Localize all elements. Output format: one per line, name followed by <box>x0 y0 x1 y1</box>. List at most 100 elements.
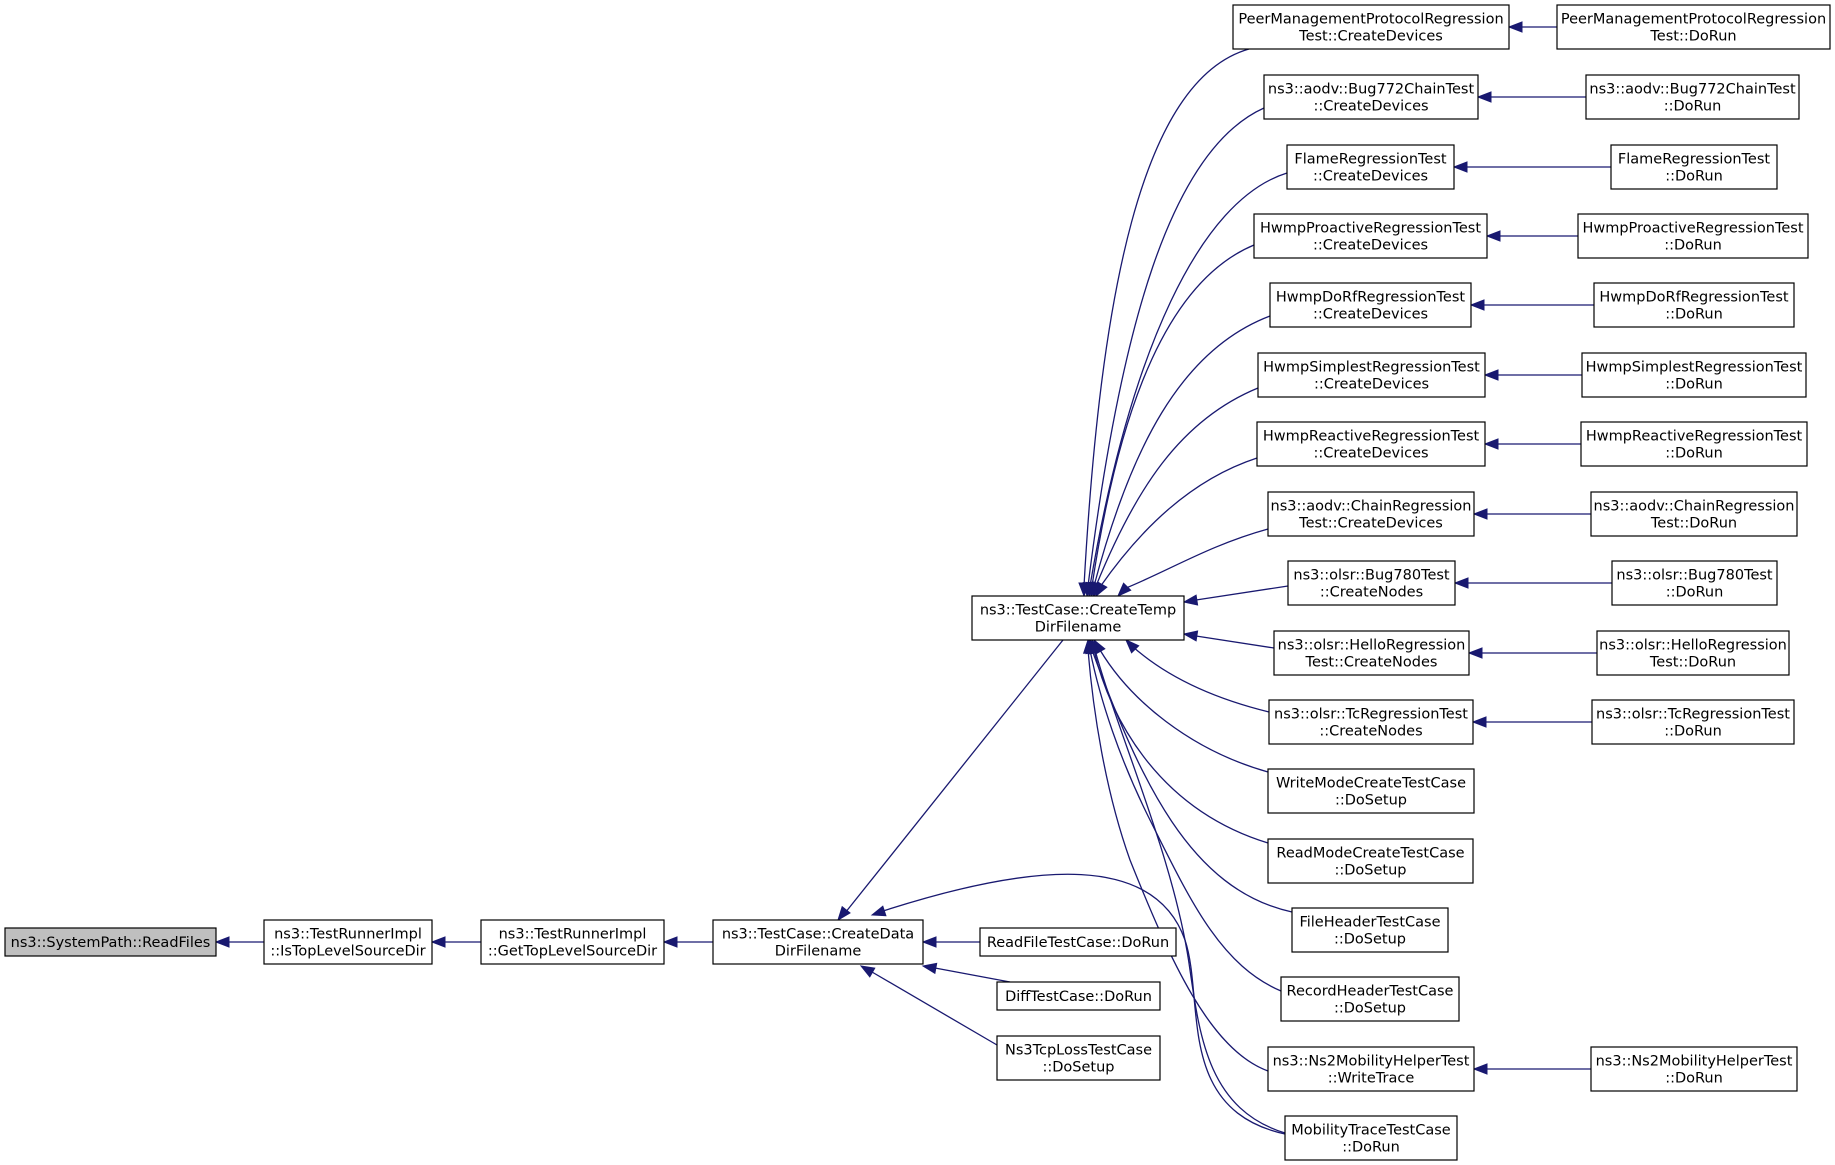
node-box[interactable] <box>1611 560 1778 606</box>
node-readfiles[interactable]: ns3::SystemPath::ReadFiles <box>4 927 217 957</box>
call-graph-edges <box>214 21 1612 1135</box>
node-ns2mob_dr[interactable]: ns3::Ns2MobilityHelperTest::DoRun <box>1590 1046 1798 1092</box>
node-ns3tcploss[interactable]: Ns3TcpLossTestCase::DoSetup <box>996 1035 1161 1081</box>
node-box[interactable] <box>1273 630 1470 676</box>
node-box[interactable] <box>1280 976 1460 1022</box>
node-box[interactable] <box>1610 144 1778 190</box>
node-box[interactable] <box>1257 352 1486 398</box>
node-aodvchain_cd[interactable]: ns3::aodv::ChainRegressionTest::CreateDe… <box>1267 491 1475 537</box>
arrowhead-icon <box>1117 582 1132 597</box>
edge-hwmprea_dr-to-hwmprea_cd <box>1483 438 1581 450</box>
edge-line <box>1094 649 1286 1134</box>
node-flame_dr[interactable]: FlameRegressionTest::DoRun <box>1610 144 1778 190</box>
node-box[interactable] <box>712 919 924 965</box>
node-bug780_cn[interactable]: ns3::olsr::Bug780Test::CreateNodes <box>1287 560 1456 606</box>
node-mobtrace[interactable]: MobilityTraceTestCase::DoRun <box>1284 1115 1458 1161</box>
node-box[interactable] <box>263 919 433 965</box>
node-box[interactable] <box>1253 213 1488 259</box>
node-label-line: DirFilename <box>775 944 862 960</box>
node-box[interactable] <box>1591 699 1795 745</box>
edge-line <box>871 971 998 1046</box>
node-hwmpsim_cd[interactable]: HwmpSimplestRegressionTest::CreateDevice… <box>1257 352 1486 398</box>
node-label-line: PeerManagementProtocolRegression <box>1238 12 1503 28</box>
node-readfiletc[interactable]: ReadFileTestCase::DoRun <box>979 927 1177 957</box>
node-hwmpdorf_dr[interactable]: HwmpDoRfRegressionTest::DoRun <box>1593 282 1795 328</box>
node-box[interactable] <box>1267 1046 1475 1092</box>
node-peer_dr[interactable]: PeerManagementProtocolRegressionTest::Do… <box>1556 4 1831 50</box>
node-label-line: DirFilename <box>1035 620 1122 636</box>
node-label-line: MobilityTraceTestCase <box>1291 1123 1451 1139</box>
node-box[interactable] <box>1581 352 1807 398</box>
edge-line <box>1083 48 1250 587</box>
edge-hwmpsim_dr-to-hwmpsim_cd <box>1483 369 1582 381</box>
node-box[interactable] <box>1577 213 1809 259</box>
node-box[interactable] <box>1284 1115 1458 1161</box>
node-hwmpsim_dr[interactable]: HwmpSimplestRegressionTest::DoRun <box>1581 352 1807 398</box>
node-tc_dr[interactable]: ns3::olsr::TcRegressionTest::DoRun <box>1591 699 1795 745</box>
node-label-line: FlameRegressionTest <box>1294 152 1446 168</box>
node-hwmprea_cd[interactable]: HwmpReactiveRegressionTest::CreateDevice… <box>1256 421 1486 467</box>
node-box[interactable] <box>1286 144 1455 190</box>
node-tc_cn[interactable]: ns3::olsr::TcRegressionTest::CreateNodes <box>1268 699 1474 745</box>
node-box[interactable] <box>1590 1046 1798 1092</box>
node-ns2mob_wt[interactable]: ns3::Ns2MobilityHelperTest::WriteTrace <box>1267 1046 1475 1092</box>
node-hello_cn[interactable]: ns3::olsr::HelloRegressionTest::CreateNo… <box>1273 630 1470 676</box>
node-box[interactable] <box>1291 907 1449 953</box>
node-label-line: HwmpReactiveRegressionTest <box>1586 429 1803 445</box>
node-hwmpdorf_cd[interactable]: HwmpDoRfRegressionTest::CreateDevices <box>1269 282 1472 328</box>
node-box[interactable] <box>971 595 1185 641</box>
node-box[interactable] <box>1232 4 1510 50</box>
node-recordheader[interactable]: RecordHeaderTestCase::DoSetup <box>1280 976 1460 1022</box>
node-box[interactable] <box>1256 421 1486 467</box>
node-box[interactable] <box>1268 699 1474 745</box>
node-flame_cd[interactable]: FlameRegressionTest::CreateDevices <box>1286 144 1455 190</box>
node-hwmprea_dr[interactable]: HwmpReactiveRegressionTest::DoRun <box>1580 421 1808 467</box>
edge-line <box>1091 649 1293 913</box>
node-peer_cd[interactable]: PeerManagementProtocolRegressionTest::Cr… <box>1232 4 1510 50</box>
node-writemode[interactable]: WriteModeCreateTestCase::DoSetup <box>1267 768 1475 814</box>
node-difftc[interactable]: DiffTestCase::DoRun <box>996 981 1161 1011</box>
node-box[interactable] <box>1585 74 1800 120</box>
node-box[interactable] <box>1263 74 1479 120</box>
node-box[interactable] <box>1287 560 1456 606</box>
node-label-line: Test::CreateDevices <box>1298 29 1443 45</box>
node-label-line: ::CreateDevices <box>1313 446 1428 462</box>
node-gettoplevel[interactable]: ns3::TestRunnerImpl::GetTopLevelSourceDi… <box>480 919 665 965</box>
node-label-line: ::DoRun <box>1342 1140 1400 1156</box>
arrowhead-icon <box>1182 594 1199 606</box>
node-fileheader[interactable]: FileHeaderTestCase::DoSetup <box>1291 907 1449 953</box>
node-hwmppro_dr[interactable]: HwmpProactiveRegressionTest::DoRun <box>1577 213 1809 259</box>
node-box[interactable] <box>1267 838 1474 884</box>
edge-line <box>1091 244 1255 587</box>
node-box[interactable] <box>4 927 217 957</box>
node-box[interactable] <box>979 927 1177 957</box>
node-readmode[interactable]: ReadModeCreateTestCase::DoSetup <box>1267 838 1474 884</box>
node-box[interactable] <box>1267 491 1475 537</box>
node-bug772_cd[interactable]: ns3::aodv::Bug772ChainTest::CreateDevice… <box>1263 74 1479 120</box>
node-bug780_dr[interactable]: ns3::olsr::Bug780Test::DoRun <box>1611 560 1778 606</box>
node-hwmppro_cd[interactable]: HwmpProactiveRegressionTest::CreateDevic… <box>1253 213 1488 259</box>
node-label-line: ns3::TestCase::CreateData <box>722 927 914 943</box>
edge-hwmpdorf_dr-to-hwmpdorf_cd <box>1469 299 1594 311</box>
node-box[interactable] <box>996 981 1161 1011</box>
node-label-line: ::DoSetup <box>1335 793 1407 809</box>
node-box[interactable] <box>1596 630 1790 676</box>
node-box[interactable] <box>1556 4 1831 50</box>
node-box[interactable] <box>1593 282 1795 328</box>
node-box[interactable] <box>1269 282 1472 328</box>
node-box[interactable] <box>480 919 665 965</box>
node-label-line: ::DoSetup <box>1334 863 1406 879</box>
node-bug772_dr[interactable]: ns3::aodv::Bug772ChainTest::DoRun <box>1585 74 1800 120</box>
node-box[interactable] <box>1580 421 1808 467</box>
node-label-line: ns3::Ns2MobilityHelperTest <box>1596 1054 1793 1070</box>
node-label-line: ::CreateNodes <box>1319 724 1422 740</box>
node-box[interactable] <box>1267 768 1475 814</box>
node-istoplevel[interactable]: ns3::TestRunnerImpl::IsTopLevelSourceDir <box>263 919 433 965</box>
node-box[interactable] <box>996 1035 1161 1081</box>
node-box[interactable] <box>1590 491 1798 537</box>
